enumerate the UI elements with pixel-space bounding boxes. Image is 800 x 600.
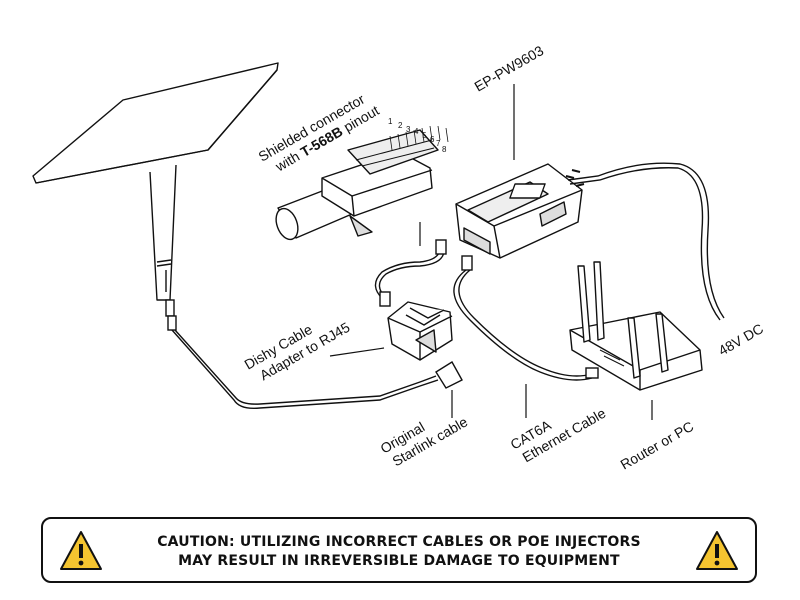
caution-text: CAUTION: UTILIZING INCORRECT CABLES OR P… xyxy=(143,533,655,571)
rj45-connector xyxy=(275,125,449,241)
pin-label: 8 xyxy=(442,145,447,154)
pin-label: 2 xyxy=(398,121,403,130)
pin-label: 3 xyxy=(406,125,411,134)
device-label: EP-PW9603 xyxy=(472,42,547,94)
original-starlink-cable xyxy=(165,299,463,410)
caution-line-2: MAY RESULT IN IRREVERSIBLE DAMAGE TO EQU… xyxy=(178,553,620,569)
pin-label: 4 xyxy=(414,127,419,136)
adapter-label: Dishy Cable Adapter to RJ45 xyxy=(242,304,353,387)
original-cable-label: Original Starlink cable xyxy=(378,399,471,472)
dc-power-cable xyxy=(565,162,725,321)
dishy-cable-adapter xyxy=(387,301,453,361)
caution-banner: CAUTION: UTILIZING INCORRECT CABLES OR P… xyxy=(41,517,757,583)
pin-labels: 1 2 3 4 5 6 7 8 xyxy=(388,117,447,154)
pin-label: 6 xyxy=(430,135,435,144)
cat6a-cable xyxy=(453,255,599,381)
starlink-dish xyxy=(32,62,279,301)
caution-line-1: CAUTION: UTILIZING INCORRECT CABLES OR P… xyxy=(157,534,641,550)
warning-icon xyxy=(696,531,738,570)
dc-label: 48V DC xyxy=(716,320,766,358)
cat6a-label: CAT6A Ethernet Cable xyxy=(508,390,609,467)
pin-label: 1 xyxy=(388,117,393,126)
warning-icon xyxy=(60,531,102,570)
pin-label: 5 xyxy=(422,131,427,140)
pin-label: 7 xyxy=(436,139,441,148)
router xyxy=(569,261,703,391)
router-label: Router or PC xyxy=(618,418,697,473)
poe-injector xyxy=(455,163,583,259)
patch-cable xyxy=(374,239,447,307)
leader-lines xyxy=(329,84,653,420)
